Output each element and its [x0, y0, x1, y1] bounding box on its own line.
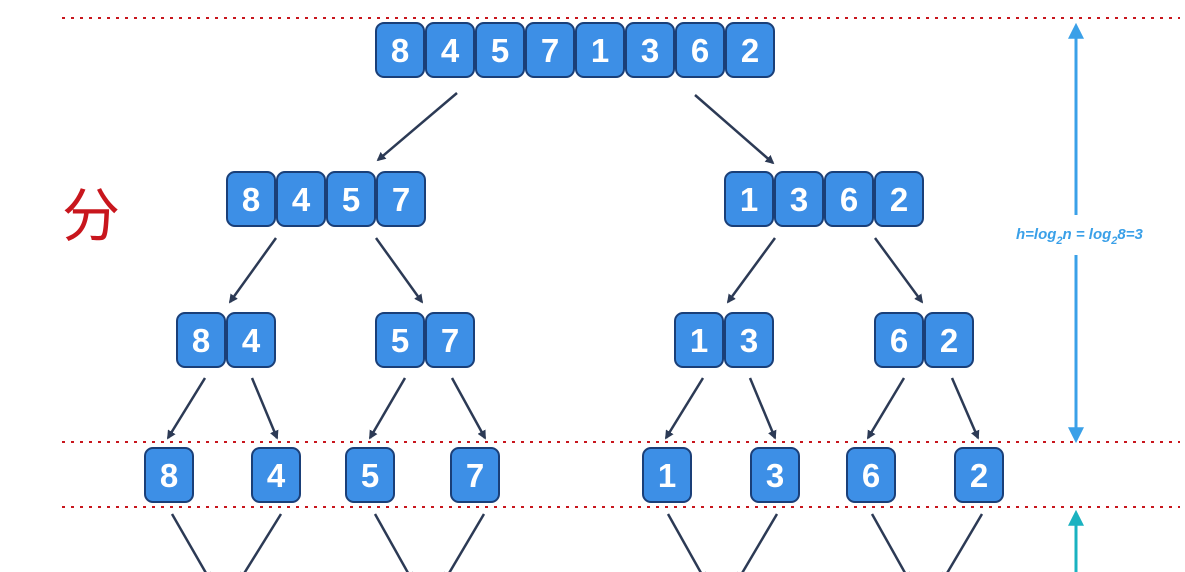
value-box	[674, 312, 724, 368]
merge-arrow	[666, 513, 706, 572]
value-box	[226, 312, 276, 368]
height-formula: h=log2n = log28=3	[1016, 226, 1144, 247]
value-box	[625, 22, 675, 78]
value-box	[846, 447, 896, 503]
split-arrow	[450, 377, 487, 440]
value-box	[345, 447, 395, 503]
value-label: 2	[940, 322, 958, 359]
value-label: 2	[890, 181, 908, 218]
split-arrow	[866, 377, 906, 440]
split-arrow	[228, 237, 278, 304]
value-box	[425, 22, 475, 78]
value-box	[376, 171, 426, 227]
value-box	[425, 312, 475, 368]
split-arrow	[664, 377, 705, 440]
height-formula-part: 8=3	[1117, 226, 1143, 243]
value-label: 7	[441, 322, 459, 359]
value-box	[276, 171, 326, 227]
value-box	[824, 171, 874, 227]
value-label: 3	[641, 32, 659, 69]
merge-arrow	[737, 513, 779, 572]
split-arrow	[748, 377, 777, 440]
value-box	[475, 22, 525, 78]
value-label: 4	[441, 32, 460, 69]
value-label: 6	[890, 322, 908, 359]
value-label: 8	[192, 322, 210, 359]
value-label: 3	[766, 457, 784, 494]
value-box	[450, 447, 500, 503]
value-box	[375, 22, 425, 78]
split-arrow	[873, 237, 924, 304]
value-box	[725, 22, 775, 78]
value-label: 4	[242, 322, 261, 359]
value-label: 2	[970, 457, 988, 494]
value-label: 1	[591, 32, 609, 69]
split-arrow	[950, 377, 980, 440]
value-box	[874, 171, 924, 227]
merge-arrow	[373, 513, 413, 572]
value-label: 6	[840, 181, 858, 218]
value-box	[774, 171, 824, 227]
merge-arrow	[870, 513, 910, 572]
value-label: 4	[267, 457, 286, 494]
split-arrow	[376, 92, 458, 162]
value-box	[144, 447, 194, 503]
divide-label: 分	[62, 184, 120, 249]
value-box	[874, 312, 924, 368]
merge-arrow	[444, 513, 486, 572]
value-label: 8	[391, 32, 409, 69]
value-box	[375, 312, 425, 368]
merge-arrow	[942, 513, 984, 572]
value-label: 7	[392, 181, 410, 218]
value-box	[525, 22, 575, 78]
merge-arrow	[170, 513, 211, 572]
height-formula-subscript: 2	[1055, 235, 1062, 247]
value-label: 4	[292, 181, 311, 218]
value-box	[226, 171, 276, 227]
split-arrow	[250, 377, 279, 440]
height-formula-part: h=log	[1016, 226, 1056, 243]
value-label: 3	[790, 181, 808, 218]
value-label: 5	[391, 322, 409, 359]
value-label: 6	[691, 32, 709, 69]
value-box	[954, 447, 1004, 503]
merge-arrow	[239, 513, 283, 572]
value-label: 2	[741, 32, 759, 69]
split-arrow	[368, 377, 407, 440]
value-label: 7	[466, 457, 484, 494]
height-formula-part: n = log	[1063, 226, 1112, 243]
value-box	[575, 22, 625, 78]
value-box	[924, 312, 974, 368]
value-label: 8	[160, 457, 178, 494]
split-arrow	[694, 94, 775, 165]
value-label: 5	[342, 181, 360, 218]
height-formula-subscript: 2	[1110, 235, 1117, 247]
value-box	[724, 171, 774, 227]
value-box	[642, 447, 692, 503]
split-arrow	[726, 237, 777, 304]
split-arrow	[166, 377, 207, 440]
value-box	[176, 312, 226, 368]
value-label: 7	[541, 32, 559, 69]
value-box	[251, 447, 301, 503]
value-label: 5	[361, 457, 379, 494]
value-label: 8	[242, 181, 260, 218]
split-arrow	[374, 237, 424, 304]
value-box	[750, 447, 800, 503]
value-label: 1	[740, 181, 758, 218]
value-label: 6	[862, 457, 880, 494]
value-box	[724, 312, 774, 368]
value-label: 1	[658, 457, 676, 494]
value-box	[675, 22, 725, 78]
value-label: 5	[491, 32, 509, 69]
value-label: 3	[740, 322, 758, 359]
value-label: 1	[690, 322, 708, 359]
value-box	[326, 171, 376, 227]
